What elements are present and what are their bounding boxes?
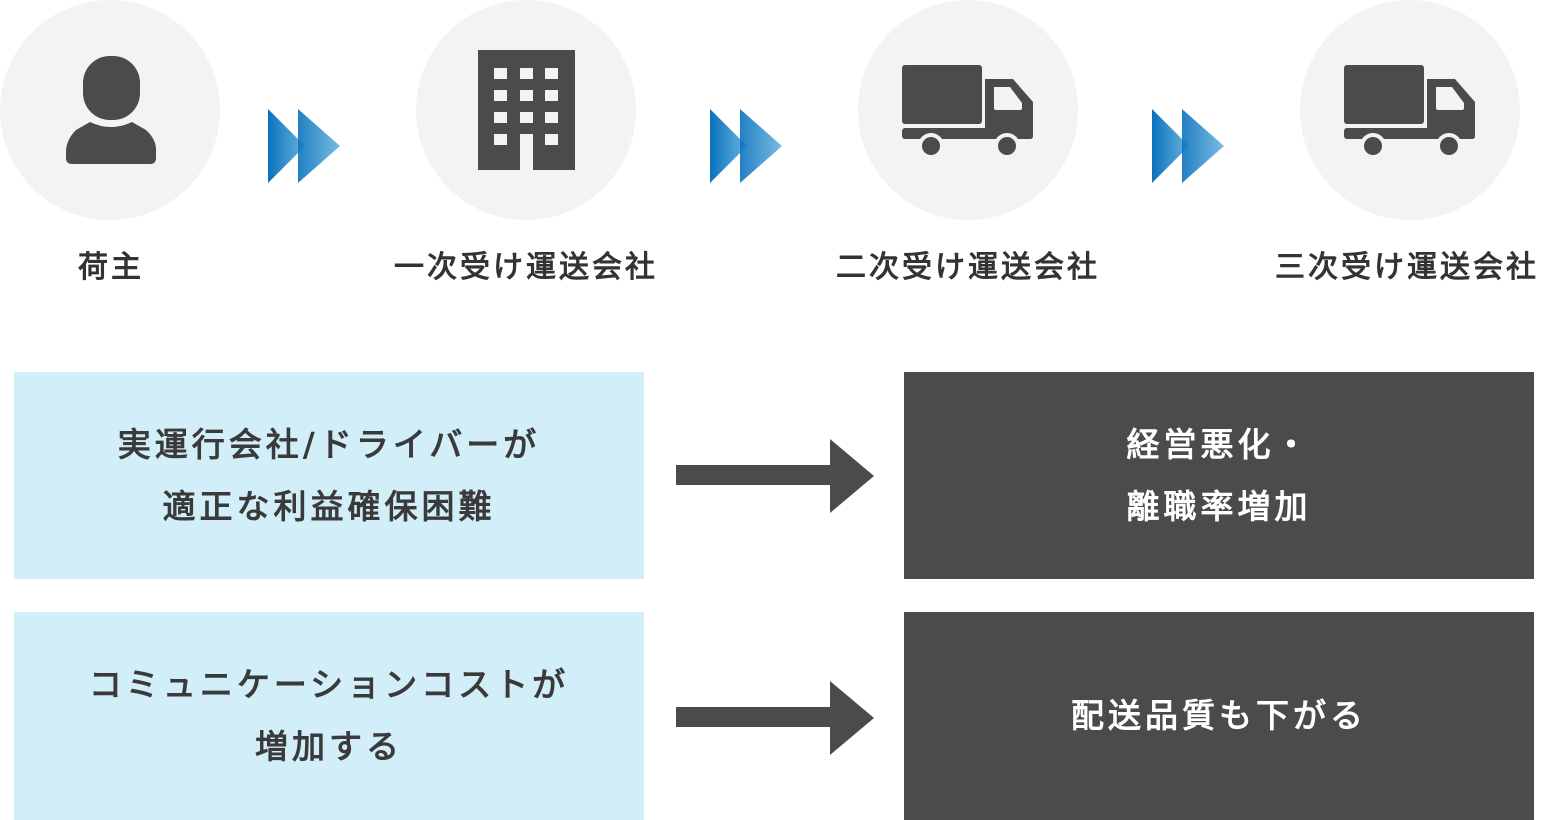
step-label-shipper: 荷主 xyxy=(78,250,144,285)
truck-icon xyxy=(902,65,1033,159)
cause-line: コミュニケーションコストが xyxy=(88,665,570,704)
effect-line: 経営悪化・ xyxy=(1126,424,1312,464)
double-chevron-right-icon xyxy=(710,109,782,183)
step-secondary-carrier-circle xyxy=(858,0,1078,220)
cause-line: 適正な利益確保困難 xyxy=(162,486,496,526)
effect-box-quality: 配送品質も下がる xyxy=(904,612,1534,820)
right-arrow-icon xyxy=(676,681,874,755)
step-tertiary-carrier-circle xyxy=(1300,0,1520,220)
step-primary-carrier-circle xyxy=(416,0,636,220)
effect-line: 離職率増加 xyxy=(1126,486,1312,526)
right-arrow-icon xyxy=(676,439,874,513)
cause-line: 実運行会社/ドライバーが xyxy=(117,424,541,464)
double-chevron-right-icon xyxy=(1152,109,1224,183)
double-chevron-right-icon xyxy=(268,109,340,183)
cause-box-communication: コミュニケーションコストが 増加する xyxy=(14,612,644,820)
effect-line: 配送品質も下がる xyxy=(1071,696,1367,735)
step-label-tertiary-carrier: 三次受け運送会社 xyxy=(1275,250,1539,285)
step-label-secondary-carrier: 二次受け運送会社 xyxy=(836,250,1100,285)
person-icon xyxy=(66,56,157,164)
truck-icon xyxy=(1344,65,1475,159)
building-icon xyxy=(478,50,575,170)
effect-box-management: 経営悪化・ 離職率増加 xyxy=(904,372,1534,579)
cause-box-profit: 実運行会社/ドライバーが 適正な利益確保困難 xyxy=(14,372,644,579)
step-label-primary-carrier: 一次受け運送会社 xyxy=(394,250,658,285)
step-shipper-circle xyxy=(0,0,220,220)
cause-line: 増加する xyxy=(255,727,403,766)
